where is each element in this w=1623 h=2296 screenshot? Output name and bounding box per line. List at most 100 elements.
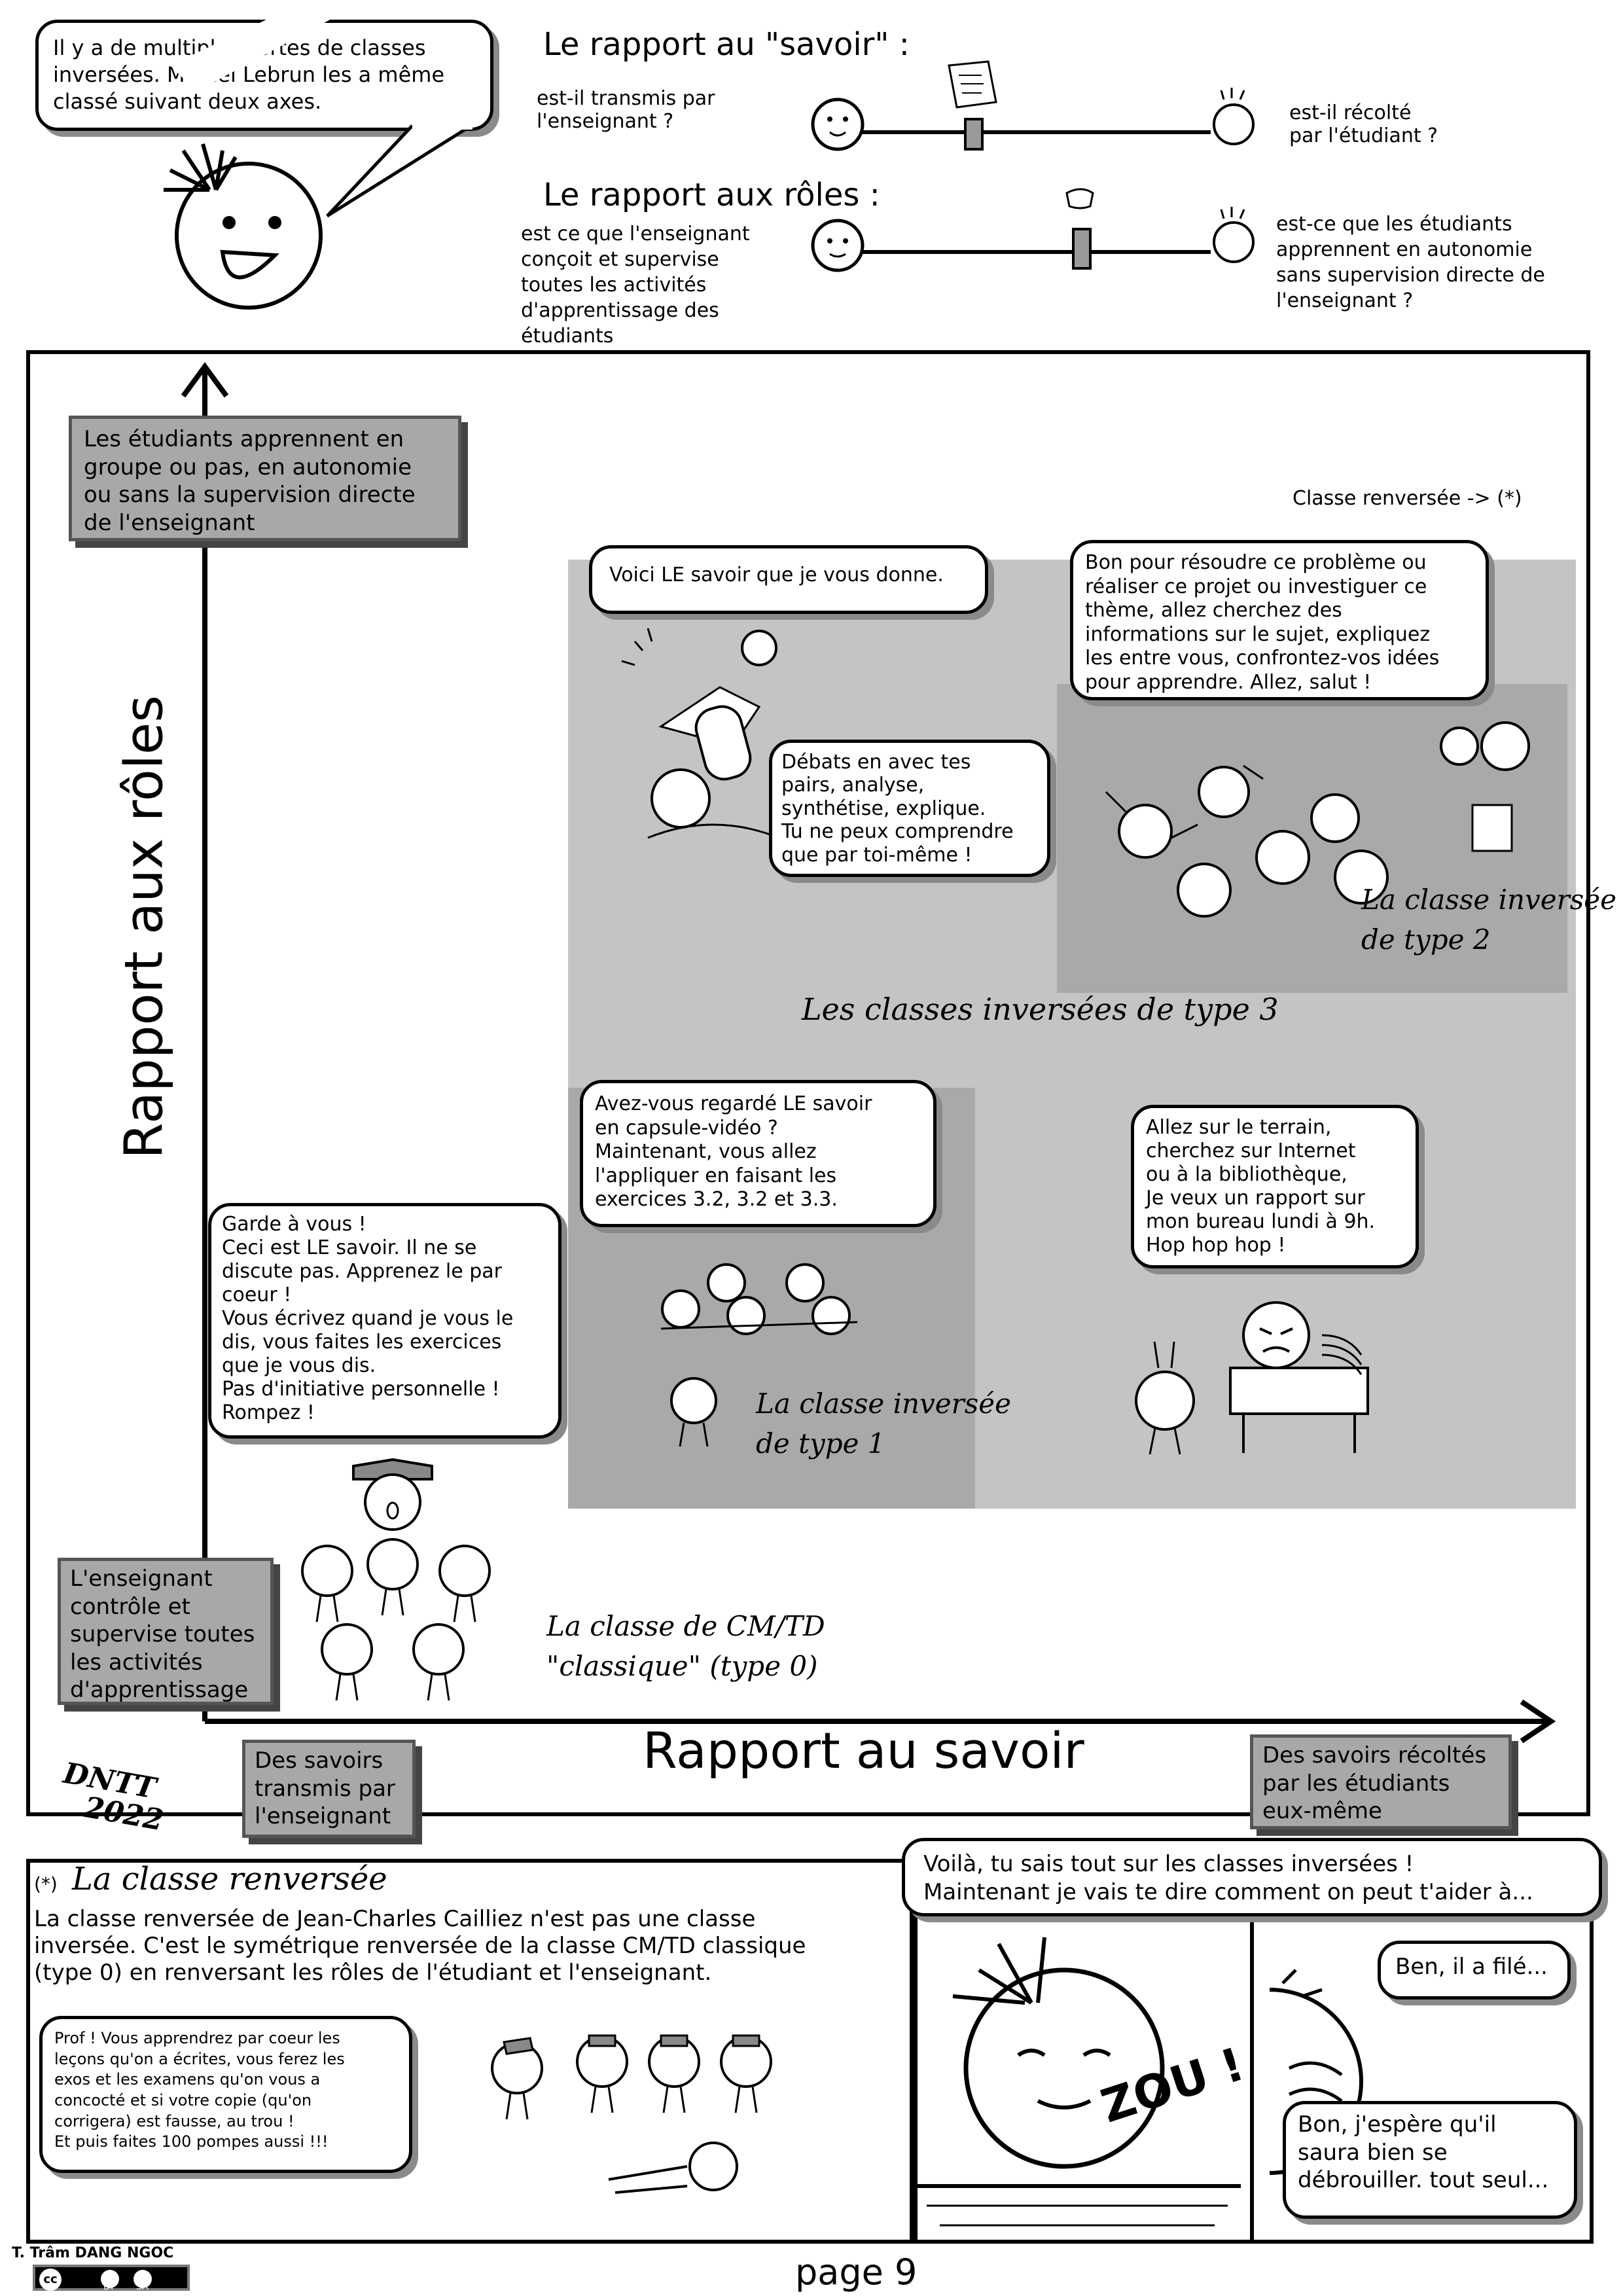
type3-bubble-1: Voici LE savoir que je vous donne. xyxy=(589,545,988,614)
roles-left-line-2: conçoit et supervise xyxy=(521,248,719,271)
type0-label-line-1: La classe de CM/TD xyxy=(546,1610,825,1642)
x-axis-label: Rapport au savoir xyxy=(643,1721,1084,1780)
type2-students-drawing xyxy=(1105,721,1530,918)
type0-line-2: Ceci est LE savoir. Il ne se xyxy=(222,1236,477,1259)
renv-bubble-line-4: concocté et si votre copie (qu'on xyxy=(54,2091,312,2110)
type1-label: La classe inversée de type 1 xyxy=(756,1384,1011,1464)
by-icon xyxy=(101,2270,119,2288)
goodbye-b-line-2: saura bien se xyxy=(1298,2139,1448,2166)
page-number: page 9 xyxy=(795,2251,918,2293)
terrain-line-1: Allez sur le terrain, xyxy=(1146,1116,1332,1139)
goodbye-b-line-3: débrouiller. tout seul... xyxy=(1298,2167,1549,2193)
x-left-line-3: l'enseignant xyxy=(255,1803,391,1829)
renv-bubble-line-5: corrigera) est fausse, au trou ! xyxy=(54,2111,294,2130)
type0-label-line-2: "classique" (type 0) xyxy=(546,1649,818,1682)
cc-label: cc xyxy=(43,2272,58,2286)
roles-left-text: est ce que l'enseignant conçoit et super… xyxy=(521,221,750,349)
y-top-line-4: de l'enseignant xyxy=(84,509,255,536)
roles-right-line-4: l'enseignant ? xyxy=(1276,289,1414,312)
renversee-bubble: Prof ! Vous apprendrez par coeur les leç… xyxy=(39,2016,412,2173)
terrain-bubble: Allez sur le terrain, cherchez sur Inter… xyxy=(1131,1105,1419,1268)
y-bottom-line-4: les activités xyxy=(70,1649,203,1676)
x-right-box: Des savoirs récoltés par les étudiants e… xyxy=(1250,1734,1512,1829)
savoir-left-text: est-il transmis par l'enseignant ? xyxy=(537,87,715,133)
y-top-line-3: ou sans la supervision directe xyxy=(84,482,416,508)
type1-bubble: Avez-vous regardé LE savoir en capsule-v… xyxy=(580,1080,936,1227)
type3-bubble-2: Débats en avec tes pairs, analyse, synth… xyxy=(769,740,1050,877)
type3-bubble-1-text: Voici LE savoir que je vous donne. xyxy=(609,564,944,586)
terrain-line-2: cherchez sur Internet xyxy=(1146,1139,1356,1162)
type0-line-5: Vous écrivez quand je vous le xyxy=(222,1307,514,1330)
x-left-line-1: Des savoirs xyxy=(255,1748,383,1774)
type1-line-1: Avez-vous regardé LE savoir xyxy=(595,1092,872,1115)
goodbye-top-bubble: Voilà, tu sais tout sur les classes inve… xyxy=(902,1838,1602,1916)
goodbye-bubble-a-text: Ben, il a filé... xyxy=(1395,1954,1548,1980)
main-chart-frame xyxy=(26,350,1590,1816)
renversee-students-drawing xyxy=(491,2034,772,2194)
type0-line-3: discute pas. Apprenez le par xyxy=(222,1260,502,1283)
type2-line-1: Bon pour résoudre ce problème ou xyxy=(1085,551,1427,574)
renversee-panel xyxy=(26,1859,918,2244)
renversee-text-line-2: inversée. C'est le symétrique renversée … xyxy=(34,1932,806,1959)
type2-line-3: thème, allez cherchez des xyxy=(1085,599,1342,622)
license-badge: cc BY SA xyxy=(33,2265,190,2292)
goodbye-panel-divider xyxy=(1250,1918,1254,2244)
type3-b2-line-3: synthétise, explique. xyxy=(781,797,986,820)
terrain-line-6: Hop hop hop ! xyxy=(1146,1234,1286,1257)
classe-renversee-note: Classe renversée -> (*) xyxy=(1293,487,1522,510)
roles-right-text: est-ce que les étudiants apprennent en a… xyxy=(1276,211,1545,314)
narrator-line-3: classé suivant deux axes. xyxy=(53,88,322,114)
type2-label-line-1: La classe inversée xyxy=(1361,884,1616,916)
type2-bubble: Bon pour résoudre ce problème ou réalise… xyxy=(1070,540,1489,700)
y-axis-label: Rapport aux rôles xyxy=(113,695,175,1159)
type0-line-8: Pas d'initiative personnelle ! xyxy=(222,1378,500,1401)
renversee-text-line-3: (type 0) en renversant les rôles de l'ét… xyxy=(34,1959,712,1986)
savoir-right-line-1: est-il récolté xyxy=(1289,101,1412,124)
y-bottom-line-3: supervise toutes xyxy=(70,1621,255,1647)
renversee-star: (*) xyxy=(34,1873,58,1895)
type0-line-1: Garde à vous ! xyxy=(222,1213,366,1236)
type2-line-2: réaliser ce projet ou investiguer ce xyxy=(1085,575,1427,598)
type3-b2-line-2: pairs, analyse, xyxy=(781,774,925,797)
terrain-teacher-drawing xyxy=(1135,1301,1369,1455)
x-right-line-2: par les étudiants xyxy=(1262,1770,1450,1797)
savoir-left-line-2: l'enseignant ? xyxy=(537,110,674,133)
type0-line-4: coeur ! xyxy=(222,1283,292,1306)
terrain-line-5: mon bureau lundi à 9h. xyxy=(1146,1210,1376,1233)
type0-label: La classe de CM/TD "classique" (type 0) xyxy=(546,1607,825,1687)
type3-label: Les classes inversées de type 3 xyxy=(802,992,1279,1027)
goodbye-line-2: Maintenant je vais te dire comment on pe… xyxy=(923,1878,1533,1905)
type3-b2-line-4: Tu ne peux comprendre xyxy=(781,820,1014,844)
x-right-line-1: Des savoirs récoltés xyxy=(1262,1742,1487,1768)
renv-bubble-line-1: Prof ! Vous apprendrez par coeur les xyxy=(54,2029,340,2047)
type2-label: La classe inversée de type 2 xyxy=(1361,880,1616,960)
savoir-left-line-1: est-il transmis par xyxy=(537,87,715,110)
y-top-box: Les étudiants apprennent en groupe ou pa… xyxy=(69,416,461,541)
type1-label-line-1: La classe inversée xyxy=(756,1388,1011,1420)
roles-right-line-2: apprennent en autonomie xyxy=(1276,238,1533,261)
renv-bubble-line-3: exos et les examens qu'on vous a xyxy=(54,2070,321,2089)
sa-label: SA xyxy=(136,2282,149,2292)
roles-right-line-3: sans supervision directe de xyxy=(1276,264,1545,287)
roles-left-line-5: étudiants xyxy=(521,325,614,348)
type1-line-3: Maintenant, vous allez xyxy=(595,1140,817,1164)
sa-icon xyxy=(134,2270,152,2288)
roles-left-line-3: toutes les activités xyxy=(521,274,707,296)
y-bottom-line-2: contrôle et xyxy=(70,1593,190,1620)
y-top-line-2: groupe ou pas, en autonomie xyxy=(84,454,412,480)
terrain-line-4: Je veux un rapport sur xyxy=(1146,1187,1365,1210)
roles-right-line-1: est-ce que les étudiants xyxy=(1276,213,1512,236)
type2-line-4: informations sur le sujet, expliquez xyxy=(1085,622,1431,646)
narrator-line-2: inversées. Marcel Lebrun les a même xyxy=(53,62,445,87)
narrator-bubble-tail xyxy=(326,124,473,218)
savoir-right-line-2: par l'étudiant ? xyxy=(1289,124,1438,147)
x-left-line-2: transmis par xyxy=(255,1775,395,1802)
type3-teacher-drawing xyxy=(621,628,779,839)
x-right-line-3: eux-même xyxy=(1262,1798,1382,1824)
goodbye-line-1: Voilà, tu sais tout sur les classes inve… xyxy=(923,1851,1414,1877)
goodbye-narrator-drawing xyxy=(914,1937,1241,2227)
type0-class-drawing xyxy=(301,1458,491,1701)
author-credit: T. Trâm DANG NGOC xyxy=(12,2245,174,2261)
renv-bubble-line-2: leçons qu'on a écrites, vous ferez les xyxy=(54,2049,345,2068)
